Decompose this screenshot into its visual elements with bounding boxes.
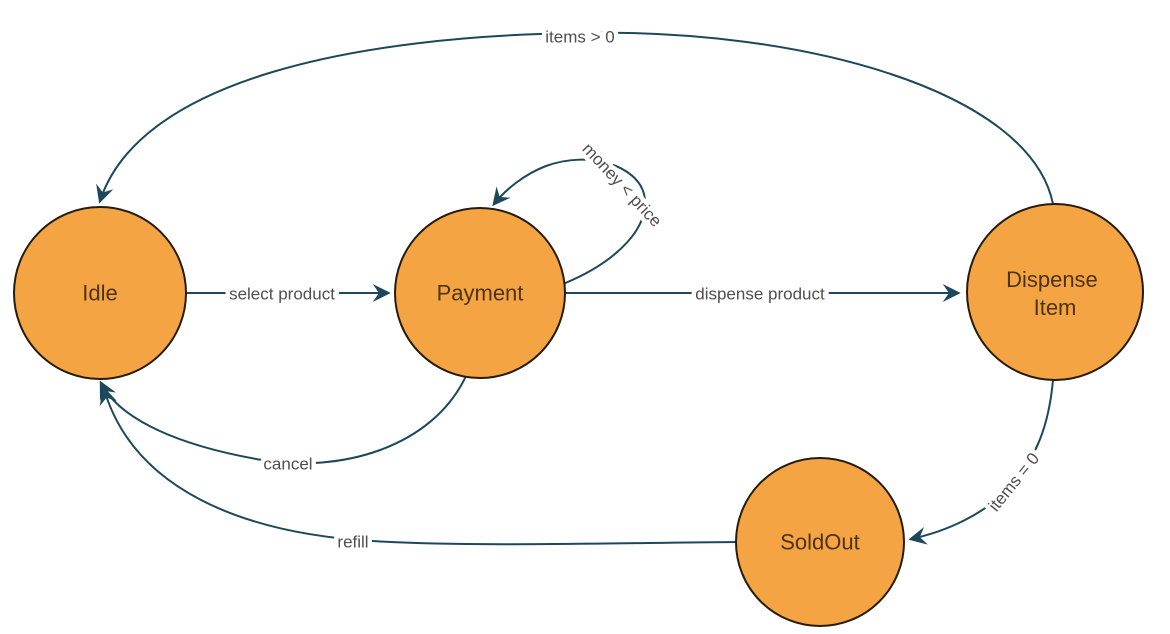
state-dispense-item-label-line2: Item — [1034, 295, 1077, 320]
state-idle-label: Idle — [82, 281, 117, 306]
state-dispense-item-node — [966, 203, 1144, 381]
state-idle-node — [13, 206, 187, 380]
transition-payment-self-loop — [492, 158, 647, 285]
transition-cancel-label: cancel — [263, 455, 312, 474]
transition-dispense-product-label: dispense product — [695, 285, 825, 304]
transition-payment-to-idle-cancel — [99, 375, 467, 465]
transition-select-product-label: select product — [229, 285, 335, 304]
state-soldout-node — [735, 457, 905, 627]
state-soldout-label: SoldOut — [780, 530, 860, 555]
transition-money-lt-price-label: money < price — [578, 139, 665, 230]
transition-dispense-item-to-idle — [96, 31, 1054, 205]
transition-items-gt-0-label: items > 0 — [545, 28, 614, 47]
state-dispense-item-label-line1: Dispense — [1006, 267, 1098, 292]
state-payment-node — [394, 207, 566, 379]
transition-refill-label: refill — [337, 533, 368, 552]
transition-dispense-item-to-soldout — [908, 379, 1054, 545]
state-dispense-item-label: Dispense Item — [1006, 267, 1104, 320]
transition-soldout-to-idle-refill — [99, 386, 737, 546]
transition-items-eq-0-label: items = 0 — [985, 449, 1043, 515]
state-payment-label: Payment — [437, 281, 524, 306]
